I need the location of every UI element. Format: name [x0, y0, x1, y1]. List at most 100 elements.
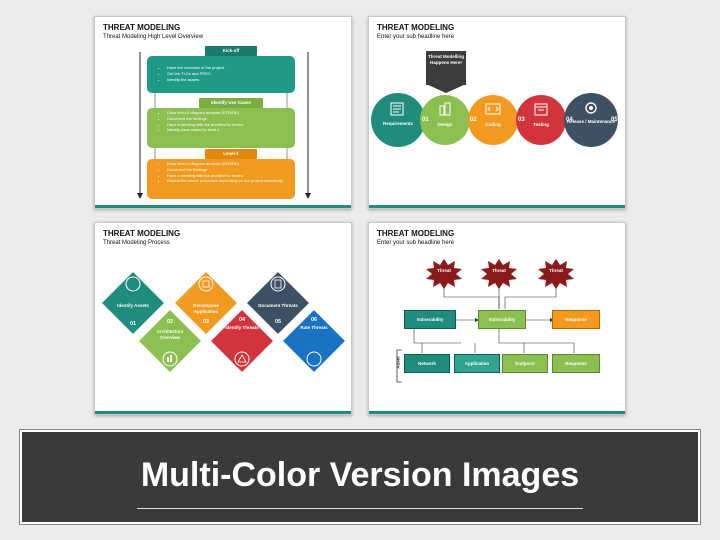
slide-title: THREAT MODELING — [377, 23, 455, 32]
step-number: 04 — [566, 117, 573, 123]
step-testing: Testing — [516, 95, 566, 145]
step-label: Coding — [485, 122, 501, 127]
bullet: Draw level-0 diagram analysis (STRIDE) — [167, 110, 243, 116]
step-label: Decompose Application — [193, 303, 219, 314]
slide-title: THREAT MODELING — [103, 23, 181, 32]
kickoff-box: Have the overview of the project Get the… — [147, 56, 295, 93]
usecases-box: Draw level-0 diagram analysis (STRIDE) D… — [147, 108, 295, 148]
box-label: Endpoint — [515, 361, 535, 366]
box-label: Network — [418, 361, 436, 366]
usecases-header-text: Identify Use Cases — [210, 100, 252, 105]
step-number: 05 — [611, 117, 618, 123]
bullet: Get the TLDs and PRDS — [167, 71, 224, 77]
endpoint-box: Endpoint — [502, 354, 548, 373]
step-label: Identify Assets — [117, 303, 149, 308]
step-label: Design — [437, 122, 453, 127]
step-number: 01 — [129, 321, 137, 327]
step-number: 03 — [202, 319, 210, 325]
step-number: 04 — [238, 317, 246, 323]
warning-icon — [234, 351, 250, 367]
threat-diagram — [396, 259, 575, 383]
step-number: 02 — [470, 117, 477, 123]
usecases-header: Identify Use Cases — [199, 98, 263, 108]
callout-text: Threat Modelling Happens Here! — [428, 54, 464, 65]
decompose-icon — [198, 276, 214, 292]
design-icon — [439, 102, 451, 116]
banner-underline — [137, 508, 583, 509]
slide-subtitle: Enter your sub headline here — [377, 240, 455, 246]
level1-header: Level-1 — [205, 149, 257, 159]
slide-title: THREAT MODELING — [377, 229, 455, 238]
banner-title: Multi-Color Version Images — [140, 456, 580, 494]
box-label: Vulnerability — [488, 317, 516, 322]
step-number: 05 — [274, 319, 282, 325]
slide-title: THREAT MODELING — [103, 229, 181, 238]
threat-label: Threat — [549, 268, 563, 273]
requirements-icon — [390, 102, 404, 116]
slide-thumbnail-4[interactable]: THREAT MODELING Enter your sub headline … — [368, 222, 626, 415]
level1-box: Draw level-1 diagram analysis (STRIDE) D… — [147, 159, 295, 199]
step-label: Release / Maintenance — [566, 119, 616, 124]
step-number: 06 — [310, 317, 318, 323]
asset-bag-icon — [125, 276, 141, 292]
release-icon — [585, 102, 597, 114]
response-box-2: Response — [552, 354, 600, 373]
kickoff-bullets: Have the overview of the project Get the… — [161, 65, 224, 82]
process-diamonds — [99, 269, 348, 375]
slide-thumbnail-1[interactable]: THREAT MODELING Threat Modeling High Lev… — [94, 16, 352, 209]
level1-header-text: Level-1 — [223, 151, 239, 156]
slide-subtitle: Threat Modeling Process — [103, 240, 170, 246]
step-requirements: Requirements — [371, 93, 425, 147]
bullet: Draw level-1 diagram analysis (STRIDE) — [167, 161, 291, 167]
diamond-rate-threats — [280, 307, 348, 375]
vulnerability-box-2: Vulnerability — [478, 310, 526, 329]
step-number: 01 — [422, 117, 429, 123]
coding-icon — [485, 103, 501, 115]
kickoff-header-text: Kick-off — [222, 48, 240, 53]
threat-label: Threat — [437, 268, 451, 273]
diamond-identify-assets — [99, 269, 167, 337]
threat-burst-2 — [481, 259, 517, 289]
box-label: Response — [565, 317, 587, 322]
asset-label: Asset — [395, 356, 401, 369]
level1-bullets: Draw level-1 diagram analysis (STRIDE) D… — [161, 161, 291, 184]
bullet: Repeat the above procedure depending on … — [167, 178, 291, 184]
response-box-1: Response — [552, 310, 600, 329]
step-label: Testing — [533, 122, 549, 127]
vulnerability-box-1: Vulnerability — [404, 310, 456, 329]
usecases-bullets: Draw level-0 diagram analysis (STRIDE) D… — [161, 110, 243, 133]
diamond-decompose-application — [172, 269, 240, 337]
step-label: Architecture Overview — [156, 329, 184, 340]
step-label: Identify Threats — [225, 325, 259, 330]
kickoff-header: Kick-off — [205, 46, 257, 56]
step-design: Design — [420, 95, 470, 145]
diamond-document-threats — [244, 269, 312, 337]
network-box: Network — [404, 354, 450, 373]
bullet: Have a meeting with the architect to rev… — [167, 122, 243, 128]
bullet: Identify the assets — [167, 77, 224, 83]
testing-icon — [534, 103, 548, 116]
diamond-identify-threats — [208, 307, 276, 375]
slide-thumbnail-3[interactable]: THREAT MODELING Threat Modeling Process … — [94, 222, 352, 415]
slide-subtitle: Threat Modeling High Level Overview — [103, 34, 204, 40]
slide-thumbnail-2[interactable]: THREAT MODELING Enter your sub headline … — [368, 16, 626, 209]
box-label: Application — [464, 361, 490, 366]
bullet: Have a meeting with the architect to rev… — [167, 173, 291, 179]
title-banner: Multi-Color Version Images — [19, 429, 701, 525]
step-coding: Coding — [468, 95, 518, 145]
threat-label: Threat — [492, 268, 506, 273]
step-label: Rate Threats — [300, 325, 328, 330]
callout-box: Threat Modelling Happens Here! — [426, 51, 466, 85]
step-number: 03 — [518, 117, 525, 123]
rate-icon — [306, 351, 322, 367]
threat-burst-1 — [426, 259, 462, 289]
bullet: Document the findings — [167, 167, 291, 173]
callout-arrow — [426, 84, 466, 93]
document-icon — [270, 276, 286, 292]
box-label: Vulnerability — [416, 317, 444, 322]
step-label: Document Threats — [258, 303, 298, 308]
application-box: Application — [454, 354, 500, 373]
bullet: Identify uses cases for level-1 — [167, 127, 243, 133]
step-release: Release / Maintenance — [564, 93, 618, 147]
step-label: Requirements — [382, 121, 413, 126]
